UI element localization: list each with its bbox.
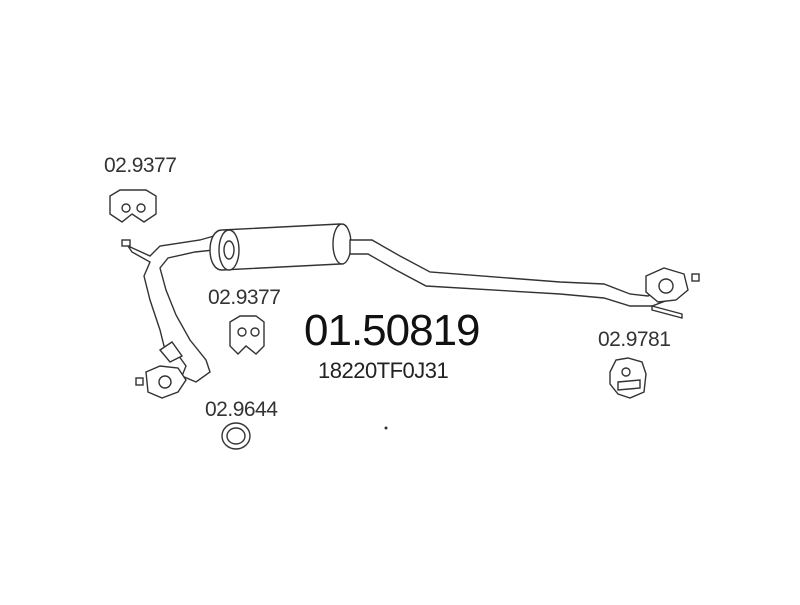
component-label: 02.9644 [205,398,278,421]
rubber-hanger-right [609,357,647,399]
main-part-number: 01.50819 [304,306,481,355]
rubber-hanger-top-left [109,189,157,223]
component-label: 02.9781 [598,328,671,351]
center-muffler [209,223,352,271]
component-label: 02.9377 [208,286,281,309]
component-label: 02.9377 [104,154,177,177]
front-pipe [121,235,215,399]
tail-pipe [349,239,700,319]
gasket-ring-part [221,422,251,450]
rubber-hanger-mid [229,315,265,355]
oem-number: 18220TF0J31 [318,358,449,383]
dot-mark [384,426,388,430]
